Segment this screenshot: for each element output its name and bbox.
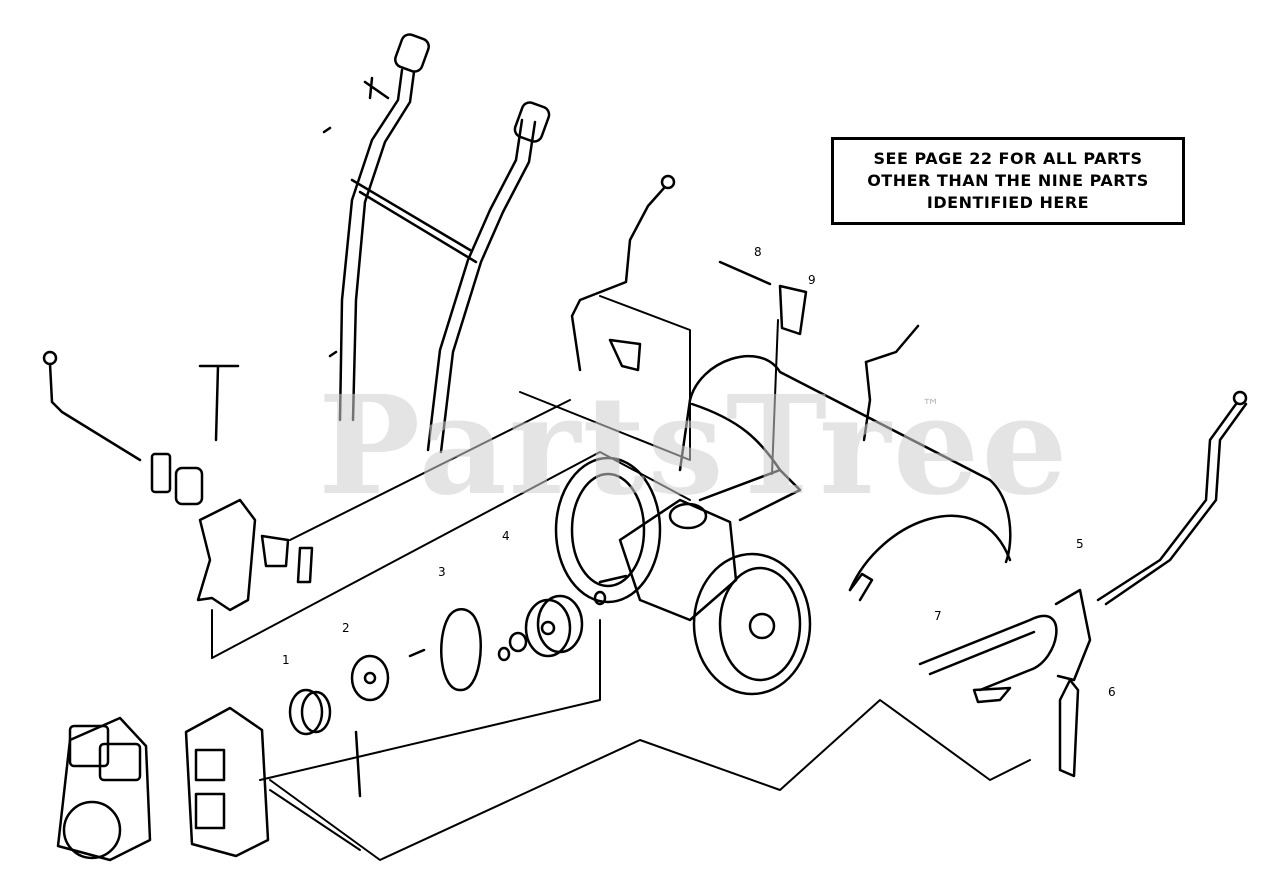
tine-shield <box>678 354 1012 602</box>
trademark-symbol: ™ <box>922 396 940 417</box>
left-control-linkage <box>42 350 314 612</box>
callout-8: 8 <box>754 245 762 259</box>
right-control-linkage <box>570 174 1248 606</box>
handlebar-assembly <box>322 33 551 454</box>
note-line-3: IDENTIFIED HERE <box>926 193 1090 212</box>
callout-2: 2 <box>342 621 350 635</box>
parts-note-box: SEE PAGE 22 FOR ALL PARTS OTHER THAN THE… <box>831 137 1185 225</box>
hitch-brackets <box>918 588 1092 778</box>
engine-and-adapter <box>56 706 270 862</box>
callout-6: 6 <box>1108 685 1116 699</box>
assembly-leader-lines <box>211 295 1031 861</box>
note-line-2: OTHER THAN THE NINE PARTS <box>867 171 1149 190</box>
callout-labels: 1 2 3 4 5 6 7 8 9 <box>282 245 1116 699</box>
callout-4: 4 <box>502 529 510 543</box>
transmission-and-wheels <box>554 456 812 696</box>
callout-7: 7 <box>934 609 942 623</box>
callout-5: 5 <box>1076 537 1084 551</box>
callout-3: 3 <box>438 565 446 579</box>
callout-1: 1 <box>282 653 290 667</box>
pulley-set <box>288 590 607 798</box>
callout-9: 9 <box>808 273 816 287</box>
note-line-1: SEE PAGE 22 FOR ALL PARTS <box>873 149 1143 168</box>
